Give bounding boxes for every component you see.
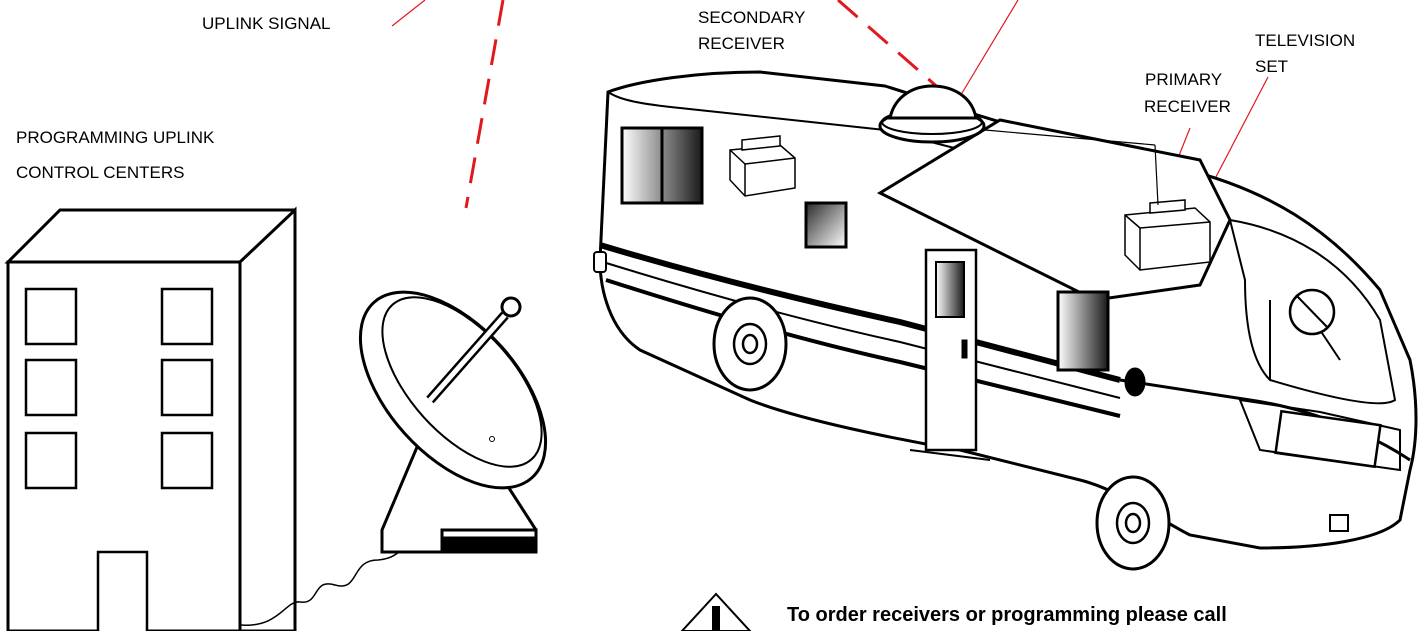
primary-receiver-box <box>984 129 1211 271</box>
side-mirror <box>1124 367 1146 397</box>
antenna-leader <box>952 0 1019 109</box>
satellite-antenna-dome <box>878 84 986 144</box>
uplink-signal-leader <box>391 0 426 27</box>
uplink-cable <box>239 549 413 626</box>
building-door <box>96 550 149 631</box>
control-centers-label-line1: PROGRAMMING UPLINK <box>16 128 215 147</box>
building-window <box>24 431 78 490</box>
uplink-dish <box>358 290 548 554</box>
building-window <box>160 358 214 417</box>
rv-rear-window <box>1056 290 1110 372</box>
front-wheel <box>1095 475 1171 571</box>
secondary-receiver-box <box>729 135 796 197</box>
downlink-signal-rv-line <box>837 0 951 100</box>
building-window <box>24 358 78 417</box>
primary-receiver-label-line1: PRIMARY <box>1145 70 1223 89</box>
building-window <box>160 431 214 490</box>
control-center-building <box>4 206 297 631</box>
uplink-signal-lines <box>464 0 951 209</box>
uplink-signal-label: UPLINK SIGNAL <box>202 14 331 33</box>
building-window <box>24 287 78 346</box>
secondary-receiver-label-line1: SECONDARY <box>698 8 806 27</box>
warning-triangle-icon <box>680 592 752 631</box>
secondary-receiver-label-line2: RECEIVER <box>698 34 785 53</box>
rear-wheel <box>712 296 788 392</box>
order-notice-text: To order receivers or programming please… <box>787 604 1227 626</box>
television-label-line1: TELEVISION <box>1255 31 1356 50</box>
building-window <box>160 287 214 346</box>
primary-receiver-label-line2: RECEIVER <box>1144 97 1231 116</box>
motorhome <box>593 70 1418 571</box>
rv-small-window <box>804 201 848 249</box>
control-centers-label-line2: CONTROL CENTERS <box>16 163 185 182</box>
uplink-signal-dish-line <box>464 0 505 209</box>
television-label-line2: SET <box>1255 57 1289 76</box>
dish-feed-horn <box>500 296 522 318</box>
